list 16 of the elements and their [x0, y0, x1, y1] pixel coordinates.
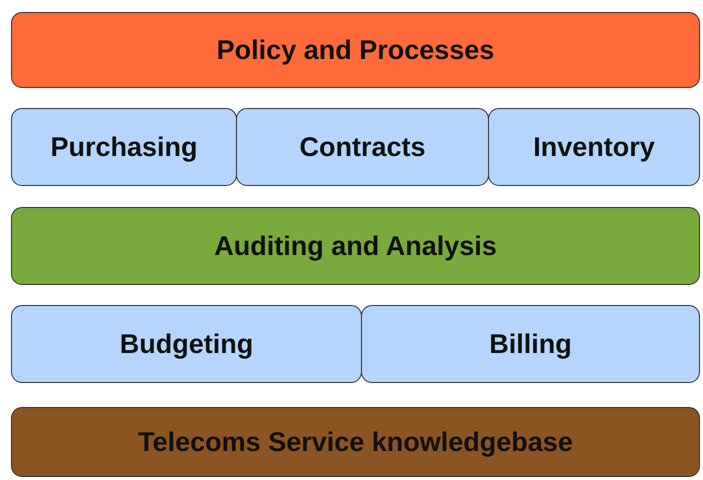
module-box: [361, 305, 700, 383]
box-label: Billing: [489, 328, 572, 360]
box-label: Policy and Processes: [216, 34, 494, 66]
module-box: [11, 305, 362, 383]
box-label: Inventory: [533, 132, 655, 162]
box-label: Budgeting: [120, 328, 254, 360]
policy-band: [11, 12, 700, 88]
module-box: [236, 108, 489, 186]
audit-band: [11, 207, 700, 285]
box-label: Telecoms Service knowledgebase: [138, 426, 573, 458]
box-label: Auditing and Analysis: [214, 230, 497, 262]
box-label: Purchasing: [50, 132, 198, 162]
knowledgebase-band: [11, 407, 700, 477]
module-box: [488, 108, 700, 186]
box-label: Contracts: [299, 132, 426, 162]
module-box: [11, 108, 237, 186]
